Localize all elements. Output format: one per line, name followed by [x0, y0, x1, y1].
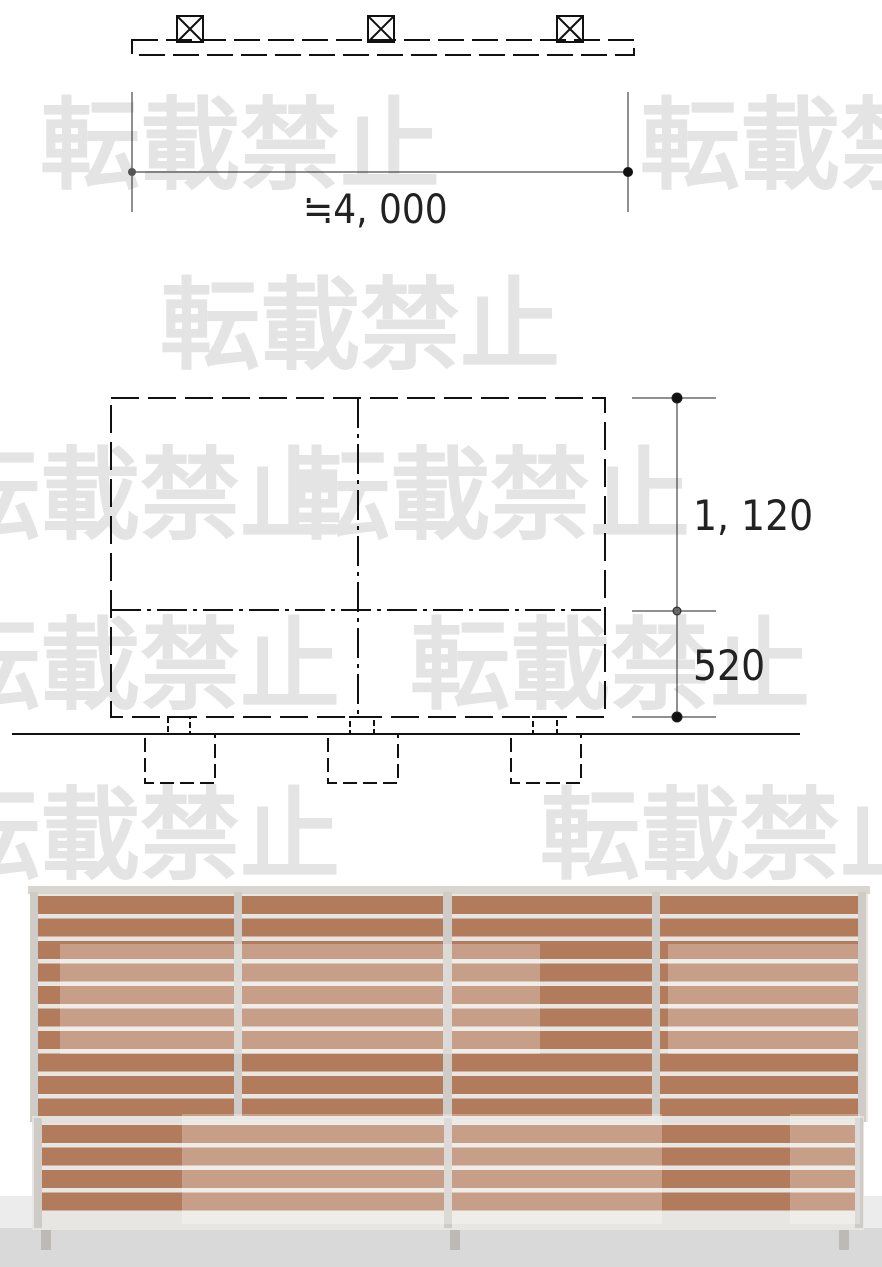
plan-width-label: ≒4, 000	[303, 187, 448, 233]
top-rail	[28, 886, 870, 894]
watermark-text: 転載禁止	[640, 87, 882, 204]
watermark-text: 転載禁止	[0, 607, 340, 724]
fence-post	[34, 1118, 42, 1228]
fence-post	[858, 892, 866, 1122]
watermark-text: 転載禁止	[0, 437, 340, 554]
lower-height-label: 520	[693, 641, 765, 690]
fence-leg	[450, 1228, 460, 1250]
fence-outline-plan	[131, 39, 635, 56]
fence-render	[0, 886, 882, 1267]
foundation	[144, 716, 216, 784]
fence-post	[652, 892, 660, 1122]
fence-post	[30, 892, 38, 1122]
watermark-overlay	[182, 1114, 662, 1224]
watermark-text: 転載禁止	[0, 777, 340, 894]
height-dimension	[632, 392, 716, 723]
watermark-text: 転載禁止	[160, 267, 560, 384]
watermark-text: 転載禁止	[410, 607, 810, 724]
post-symbol	[176, 15, 204, 43]
plan-width-dimension: ≒4, 000	[128, 92, 633, 233]
watermark-overlay	[790, 1114, 860, 1224]
fence-leg	[839, 1228, 849, 1250]
watermark-layer: 転載禁止 転載禁止 転載禁止 転載禁止 転載禁止 転載禁止 転載禁止 転載禁止 …	[0, 87, 882, 894]
fence-leg	[41, 1228, 51, 1250]
watermark-text: 転載禁止	[540, 777, 882, 894]
fence-post	[443, 892, 452, 1122]
fence-post	[234, 892, 242, 1122]
ground-strip	[0, 1228, 882, 1267]
upper-height-label: 1, 120	[693, 491, 813, 540]
post-symbol	[367, 15, 395, 43]
plan-view	[131, 15, 635, 56]
foundation	[327, 716, 399, 784]
watermark-overlay	[668, 944, 858, 1054]
fence-post	[855, 1118, 863, 1228]
watermark-overlay	[60, 944, 540, 1054]
watermark-text: 転載禁止	[40, 87, 440, 204]
fence-post	[444, 1118, 452, 1228]
watermark-text: 転載禁止	[290, 437, 690, 554]
foundation	[510, 716, 582, 784]
post-symbol	[556, 15, 584, 43]
elevation-view	[12, 397, 800, 784]
